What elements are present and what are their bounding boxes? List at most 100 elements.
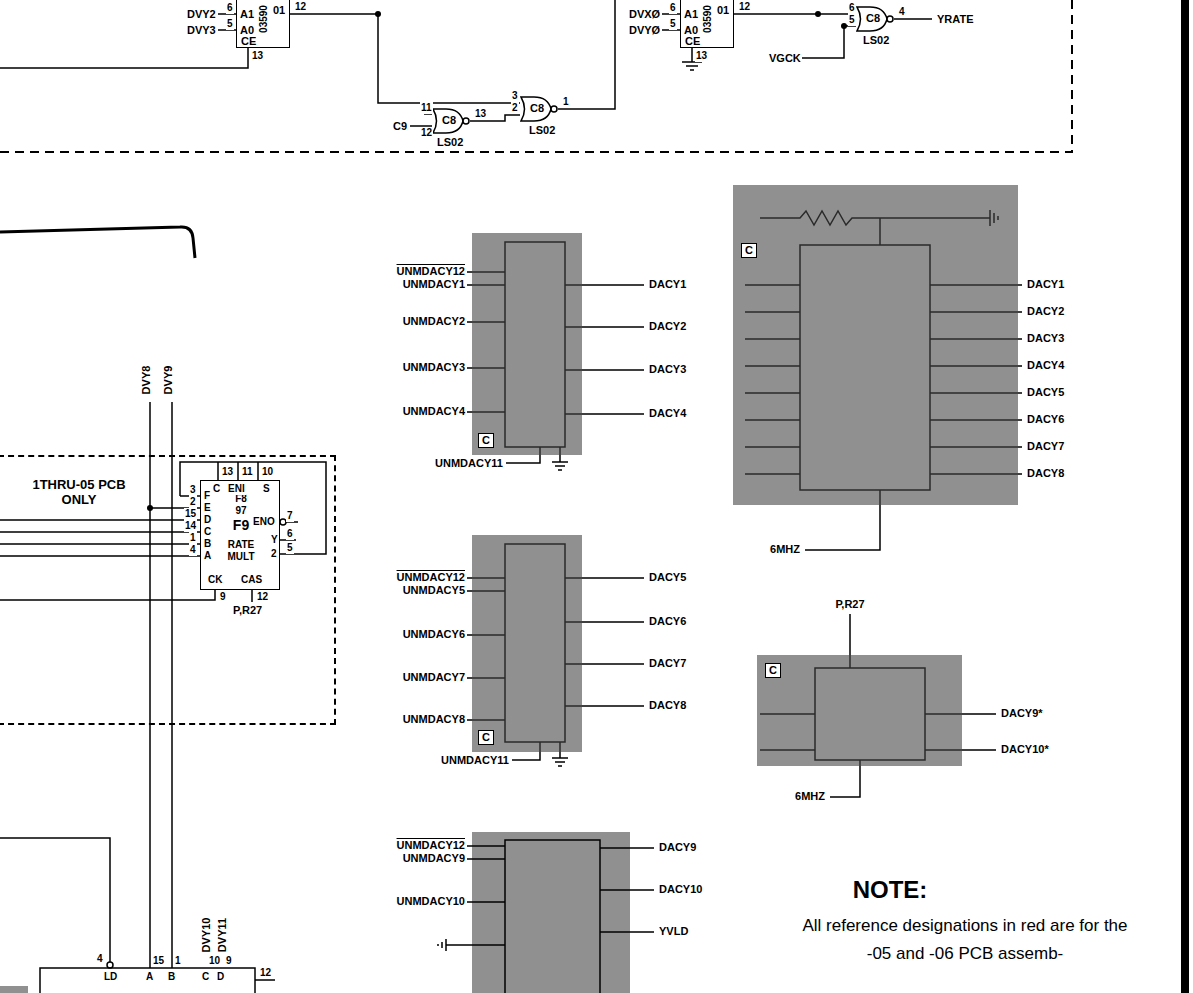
signal-label: DVY8 — [140, 365, 152, 396]
nor-gate: C8 — [520, 96, 558, 122]
signal-label: DACY6 — [648, 615, 687, 627]
signal-label: UNMDACY2 — [402, 315, 466, 327]
shaded-chip: C — [472, 535, 582, 752]
signal-label: UNMDACY12 — [396, 839, 466, 851]
pin-number: 1 — [189, 532, 197, 544]
wire — [0, 14, 248, 68]
chip-marker: C — [478, 730, 494, 745]
pin-number: 15 — [184, 508, 197, 520]
signal-label: UNMDACY3 — [402, 361, 466, 373]
signal-label: DVYØ — [628, 24, 661, 36]
wire — [0, 508, 200, 556]
pin-number: 2 — [189, 496, 197, 508]
inverter-bubble — [463, 118, 469, 124]
signal-label: DACY4 — [648, 407, 687, 419]
signal-label: ENI — [227, 483, 246, 495]
signal-label: CK — [207, 574, 223, 586]
chip-label: F8 97 — [231, 493, 251, 517]
note-heading: NOTE: — [852, 876, 929, 904]
pin-number: 15 — [152, 955, 165, 967]
pin-number: 4 — [96, 953, 104, 965]
signal-label: DVY10 — [200, 917, 212, 954]
signal-label: DACY7 — [1026, 440, 1065, 452]
page-border — [1181, 0, 1189, 993]
ground-symbol — [438, 939, 446, 951]
pin-number: 4 — [898, 6, 906, 18]
signal-label: YRATE — [936, 13, 974, 25]
pin-number: 13 — [474, 108, 487, 120]
pin-number: 12 — [738, 1, 751, 13]
signal-label: A — [203, 550, 212, 562]
pin-number: 01 — [272, 4, 286, 16]
chip-outline — [505, 840, 600, 993]
signal-label: DACY3 — [648, 363, 687, 375]
signal-label: DACY2 — [1026, 305, 1065, 317]
wire — [0, 838, 275, 980]
signal-label: 6MHZ — [769, 543, 801, 555]
signal-label: DVY11 — [216, 917, 228, 953]
pcb-region: 1THRU-05 PCB ONLYF8 97F9RATE MULT — [0, 455, 336, 725]
signal-label: A1 — [683, 8, 699, 20]
signal-label: DACY6 — [1026, 413, 1065, 425]
signal-label: DACY1 — [648, 278, 687, 290]
pin-number: 3 — [189, 484, 197, 496]
signal-label: C — [212, 483, 221, 495]
wire — [410, 114, 432, 126]
signal-label: C9 — [392, 120, 408, 132]
inverter-bubble — [551, 106, 557, 112]
chip-label: 03590 — [702, 5, 714, 33]
pin-number: 10 — [261, 466, 274, 478]
ground-symbol — [682, 62, 702, 70]
signal-label: DACY10* — [1000, 743, 1050, 755]
pin-number: 7 — [286, 510, 294, 522]
pin-number: 1 — [174, 955, 182, 967]
signal-label: DACY9* — [1000, 707, 1044, 719]
signal-label: VGCK — [768, 52, 802, 64]
chip-marker: C — [765, 663, 781, 678]
signal-label: UNMDACY8 — [402, 713, 466, 725]
signal-label: DVY2 — [186, 8, 217, 20]
chip-label: RATE MULT — [221, 539, 261, 563]
wire — [446, 846, 654, 945]
gate-body — [857, 7, 887, 31]
pin-number: 9 — [225, 955, 233, 967]
signal-label: DACY4 — [1026, 359, 1065, 371]
pin-number: 13 — [695, 50, 708, 62]
ground-symbol — [552, 462, 568, 470]
bracket-line — [0, 227, 195, 258]
signal-label: LD — [103, 971, 118, 983]
pin-number: 4 — [189, 544, 197, 556]
signal-label: DVY9 — [162, 365, 174, 396]
signal-label: Y — [270, 534, 279, 546]
junction-dot — [841, 23, 847, 29]
signal-label: C — [201, 971, 210, 983]
signal-label: DACY7 — [648, 657, 687, 669]
inverter-bubble — [887, 16, 893, 22]
pin-number: 12 — [294, 1, 307, 13]
signal-label: UNMDACY9 — [402, 852, 466, 864]
pin-number: 14 — [184, 520, 197, 532]
nor-gate: C8 — [856, 6, 894, 32]
signal-label: UNMDACY6 — [402, 628, 466, 640]
signal-label: UNMDACY1 — [402, 278, 466, 290]
signal-label: CE — [240, 35, 257, 47]
chip-label: C8 — [863, 12, 883, 25]
pin-number: 01 — [716, 4, 730, 16]
signal-label: UNMDACY4 — [402, 405, 466, 417]
signal-label: C — [203, 526, 212, 538]
signal-label: 6MHZ — [794, 790, 826, 802]
chip-label: C8 — [439, 114, 459, 127]
gate-body — [521, 97, 551, 121]
shaded-chip: C — [757, 655, 962, 766]
pin-number: 5 — [286, 542, 294, 554]
pin-number: 10 — [208, 955, 221, 967]
wire-connector — [734, 13, 856, 15]
signal-label: S — [262, 483, 271, 495]
signal-label: DVY3 — [186, 24, 217, 36]
pin-number: 3 — [511, 90, 519, 102]
nor-gate: C8 — [432, 108, 470, 134]
signal-label: UNMDACY12 — [396, 265, 466, 277]
chip-label: 1THRU-05 PCB ONLY — [20, 477, 138, 507]
pin-number: 12 — [256, 591, 269, 603]
signal-label: UNMDACY10 — [396, 895, 466, 907]
